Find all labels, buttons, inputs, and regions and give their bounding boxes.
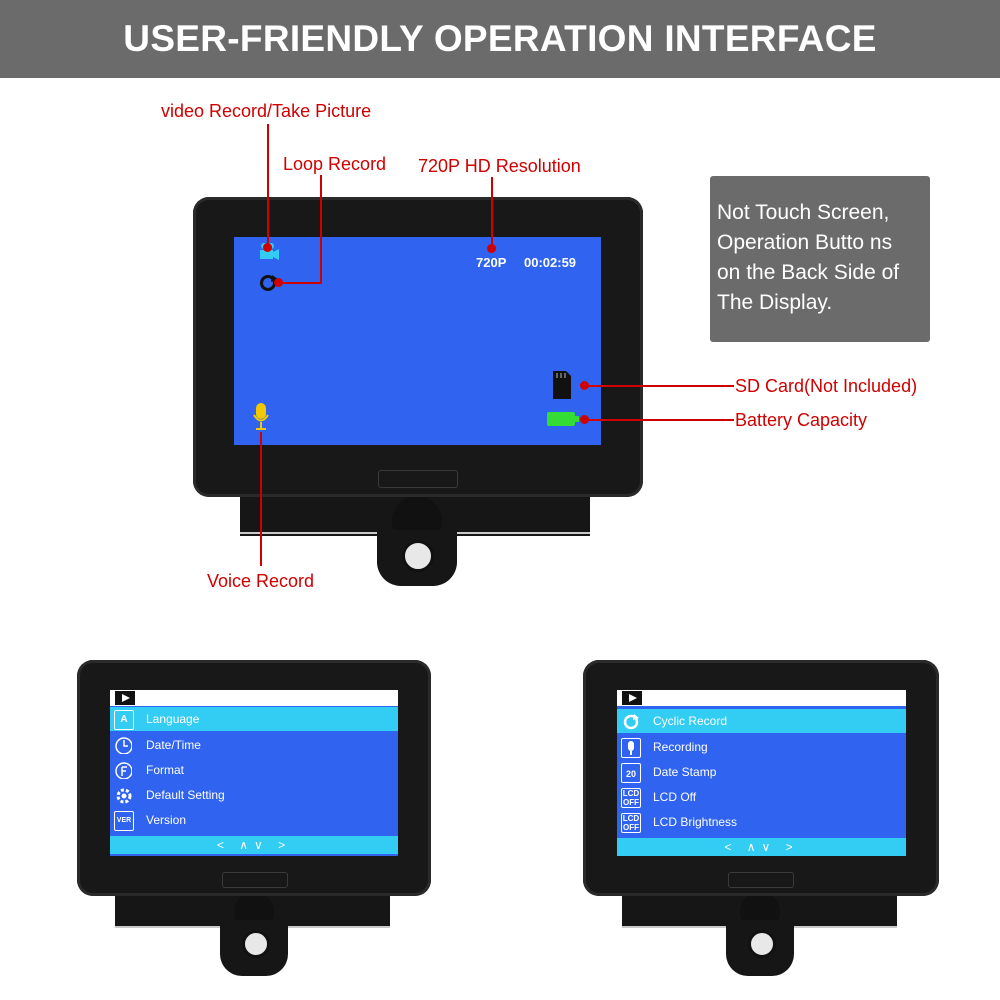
note-text: Not Touch Screen, Operation Butto ns on … xyxy=(717,198,927,318)
callout-loop-record: Loop Record xyxy=(283,154,387,174)
lcd-brightness-icon: LCD OFF xyxy=(621,813,641,833)
format-icon xyxy=(115,762,132,779)
microphone-icon xyxy=(621,738,641,758)
menu-item-format[interactable]: Format xyxy=(110,758,398,782)
callout-line-loop xyxy=(320,175,322,283)
menu-item-version[interactable]: VER Version xyxy=(110,808,398,832)
callout-line-loop-h xyxy=(278,282,322,284)
playback-icon xyxy=(622,691,642,705)
menu-item-datetime[interactable]: Date/Time xyxy=(110,733,398,757)
note-line: Not Touch Screen, xyxy=(717,201,890,224)
menu-item-label: Cyclic Record xyxy=(653,714,728,728)
clock-icon xyxy=(115,737,132,754)
battery-icon xyxy=(547,412,579,426)
callout-dot-battery xyxy=(580,415,589,424)
callout-line-sd xyxy=(584,385,734,387)
menu-header-left xyxy=(110,690,398,706)
mount-knob-right[interactable] xyxy=(748,930,776,958)
callout-line-voice xyxy=(260,432,262,566)
menu-item-label: LCD Brightness xyxy=(653,815,738,829)
callout-dot-video xyxy=(263,243,272,252)
brand-plate-right xyxy=(728,872,794,888)
menu-item-label: Format xyxy=(146,763,185,777)
menu-item-date-stamp[interactable]: 20 Date Stamp xyxy=(617,760,906,784)
sd-card-icon xyxy=(553,371,571,399)
mount-knob-left[interactable] xyxy=(242,930,270,958)
mount-knob[interactable] xyxy=(402,540,434,572)
note-line: Operation Butto ns xyxy=(717,231,893,254)
brand-plate-left xyxy=(222,872,288,888)
callout-dot-loop xyxy=(274,278,283,287)
menu-item-label: Date Stamp xyxy=(653,765,717,779)
brand-plate xyxy=(378,470,458,488)
menu-item-default-setting[interactable]: Default Setting xyxy=(110,783,398,807)
callout-sd-card: SD Card(Not Included) xyxy=(735,376,918,396)
menu-item-label: LCD Off xyxy=(653,790,697,804)
callout-line-battery xyxy=(584,419,734,421)
resolution-indicator: 720P xyxy=(476,255,507,270)
microphone-icon xyxy=(253,403,269,430)
menu-item-label: Default Setting xyxy=(146,788,225,802)
record-timer: 00:02:59 xyxy=(524,255,577,270)
menu-item-label: Date/Time xyxy=(146,738,201,752)
note-line: on the Back Side of xyxy=(717,261,900,284)
menu-header-right xyxy=(617,690,906,706)
callout-video-record: video Record/Take Picture xyxy=(161,101,372,121)
callout-resolution: 720P HD Resolution xyxy=(418,156,581,176)
lcd-off-icon: LCD OFF xyxy=(621,788,641,808)
cyclic-icon xyxy=(623,714,639,730)
calendar-icon: 20 xyxy=(621,763,641,783)
callout-dot-sd xyxy=(580,381,589,390)
callout-line-resolution xyxy=(491,177,493,249)
menu-item-lcd-off[interactable]: LCD OFF LCD Off xyxy=(617,785,906,809)
menu-item-recording[interactable]: Recording xyxy=(617,735,906,759)
callout-battery: Battery Capacity xyxy=(735,410,868,430)
menu-nav-bar-left[interactable]: < ∧∨ > xyxy=(110,836,398,854)
callout-voice-record: Voice Record xyxy=(207,571,315,591)
header-banner xyxy=(0,0,1000,78)
main-screen xyxy=(234,237,601,445)
menu-item-lcd-brightness[interactable]: LCD OFF LCD Brightness xyxy=(617,810,906,834)
version-icon: VER xyxy=(114,811,134,831)
callout-dot-resolution xyxy=(487,244,496,253)
menu-item-cyclic-record[interactable]: Cyclic Record xyxy=(617,709,906,733)
language-icon: A xyxy=(114,710,134,730)
note-box xyxy=(710,176,930,342)
callout-line-video xyxy=(267,124,269,248)
menu-item-language[interactable]: A Language xyxy=(110,707,398,731)
gear-icon xyxy=(116,788,132,804)
menu-item-label: Language xyxy=(146,712,200,726)
menu-item-label: Recording xyxy=(653,740,708,754)
page-title: USER-FRIENDLY OPERATION INTERFACE xyxy=(123,18,877,59)
menu-nav-bar-right[interactable]: < ∧∨ > xyxy=(617,838,906,856)
note-line: The Display. xyxy=(717,291,833,314)
menu-item-label: Version xyxy=(146,813,187,827)
playback-icon xyxy=(115,691,135,705)
